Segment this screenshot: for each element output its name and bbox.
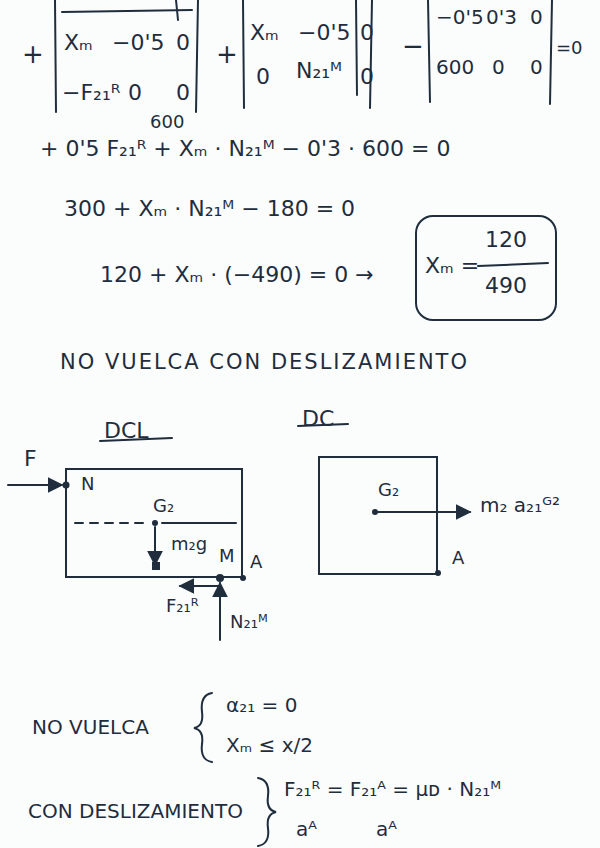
point — [216, 574, 224, 582]
normal-arrow — [219, 583, 221, 640]
force-label: m₂g — [171, 534, 207, 555]
handwritten-text: F — [24, 446, 37, 471]
handwritten-text: 0 — [530, 56, 543, 79]
result-box: Xₘ =120 490 — [415, 215, 557, 321]
handwritten-text: aᴬ — [376, 818, 397, 841]
handwritten-text: −0'5 — [436, 6, 484, 29]
point — [240, 575, 246, 581]
friction-arrow — [180, 585, 218, 587]
handwritten-text: Xₘ ≤ x/2 — [226, 734, 313, 757]
handwritten-text: NO VUELCA — [32, 716, 149, 739]
free-body-diagram: DCLNG₂m₂gM — [65, 468, 243, 578]
handwritten-text: 300 + Xₘ · N₂₁ᴹ − 180 = 0 — [64, 196, 355, 221]
handwritten-text: − — [402, 32, 424, 62]
determinant-rule — [62, 10, 192, 12]
point-label: M — [219, 546, 235, 567]
handwritten-text: Xₘ — [64, 30, 93, 55]
weight-arrow — [154, 527, 156, 565]
determinant-bar — [55, 0, 56, 112]
handwritten-text: 120 + Xₘ · (−490) = 0 → — [100, 262, 374, 287]
point — [435, 570, 441, 576]
handwritten-text: 0 — [176, 30, 190, 55]
handwritten-text: N₂₁ᴹ — [296, 58, 342, 83]
handwritten-text: 600 — [436, 56, 474, 79]
result-text: 120 — [485, 227, 527, 252]
handwritten-text: + — [216, 40, 238, 70]
determinant-rule — [356, 0, 357, 95]
handwritten-text: −0'5 — [112, 30, 164, 55]
handwritten-text: 0'3 — [486, 6, 517, 29]
handwritten-text: F₂₁ᴿ = F₂₁ᴬ = μᴅ · N₂₁ᴹ — [284, 778, 501, 801]
handwritten-text: A — [250, 552, 262, 573]
handwritten-text: Xₘ — [250, 20, 279, 45]
brace — [258, 778, 276, 846]
handwritten-text: 0 — [360, 20, 374, 45]
handwritten-text: + — [22, 40, 44, 70]
handwritten-text: 0 — [492, 56, 505, 79]
handwritten-text: =0 — [556, 38, 583, 59]
center-line — [162, 522, 236, 524]
inertia-arrow — [375, 511, 470, 513]
force-arrow — [8, 484, 62, 486]
determinant-bar — [428, 0, 430, 102]
determinant-bar — [370, 0, 372, 108]
point-label: N — [81, 474, 94, 495]
handwritten-text: NO VUELCA CON DESLIZAMIENTO — [60, 350, 469, 374]
handwritten-text: F₂₁ᴿ — [166, 596, 199, 617]
handwritten-text: aᴬ — [296, 818, 317, 841]
point-label: G₂ — [378, 480, 399, 501]
determinant-bar — [196, 0, 198, 112]
handwritten-text: −F₂₁ᴿ — [62, 80, 120, 105]
result-text: 490 — [485, 273, 527, 298]
dynamic-diagram: DCG₂ — [318, 456, 438, 575]
determinant-bar — [243, 0, 244, 108]
handwritten-text: 600 — [150, 112, 184, 133]
handwritten-text: −0'5 — [298, 20, 350, 45]
handwritten-text: m₂ a₂₁ᴳ² — [480, 494, 560, 517]
handwritten-text: 0 — [128, 80, 142, 105]
handwritten-text: 0 — [530, 6, 543, 29]
point — [372, 509, 378, 515]
determinant-rule — [176, 0, 178, 20]
result-text: Xₘ = — [425, 253, 479, 278]
diagram-heading: DC — [302, 406, 334, 431]
handwritten-text: 0 — [176, 80, 190, 105]
handwritten-text: CON DESLIZAMIENTO — [28, 800, 243, 823]
handwritten-text: + 0'5 F₂₁ᴿ + Xₘ · N₂₁ᴹ − 0'3 · 600 = 0 — [40, 136, 450, 161]
brace — [194, 693, 212, 762]
determinant-bar — [550, 0, 552, 104]
handwritten-text: 0 — [360, 64, 374, 89]
handwritten-text: α₂₁ = 0 — [226, 694, 297, 717]
point-label: G₂ — [153, 496, 174, 517]
fraction-line — [478, 263, 548, 266]
point — [152, 520, 158, 526]
center-line — [75, 522, 148, 524]
handwritten-text: A — [452, 548, 464, 569]
diagram-heading: DCL — [104, 418, 149, 443]
handwritten-text: N₂₁ᴹ — [230, 612, 268, 633]
handwritten-text: 0 — [256, 64, 270, 89]
point — [152, 562, 160, 570]
